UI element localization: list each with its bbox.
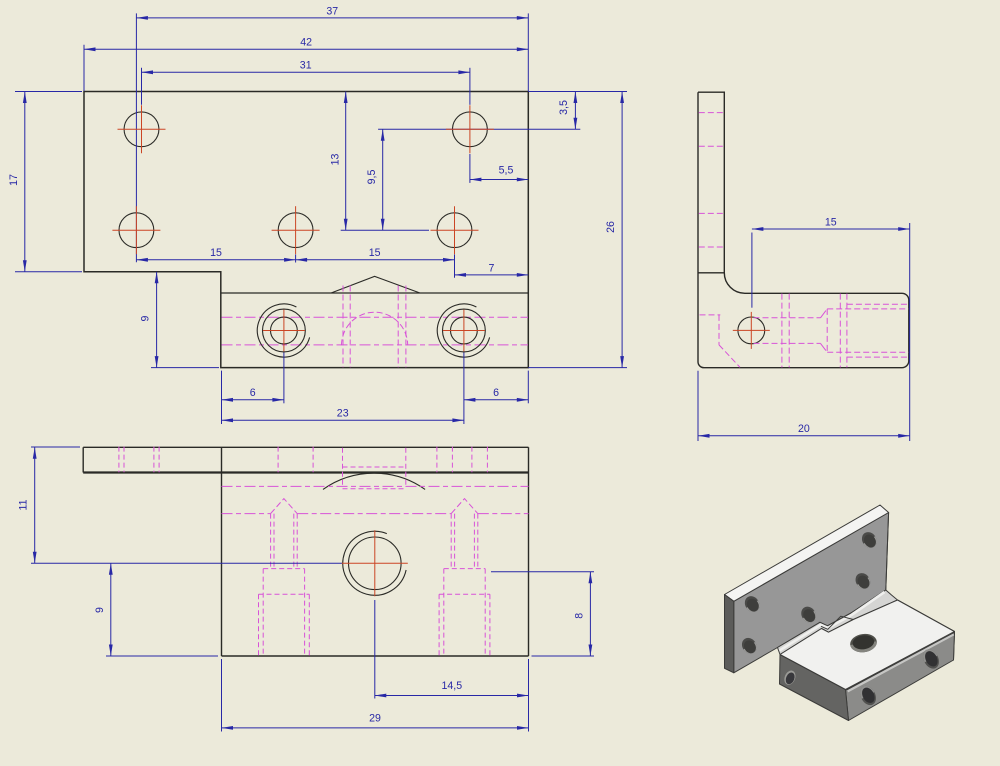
svg-text:15: 15 (210, 247, 222, 259)
svg-text:13: 13 (330, 154, 342, 166)
svg-text:11: 11 (18, 499, 30, 510)
svg-text:15: 15 (369, 247, 381, 259)
svg-text:15: 15 (825, 216, 837, 228)
svg-text:20: 20 (798, 423, 810, 435)
svg-text:23: 23 (337, 408, 349, 420)
svg-text:37: 37 (326, 5, 338, 17)
svg-text:8: 8 (573, 613, 585, 619)
svg-text:9: 9 (140, 315, 152, 321)
svg-text:42: 42 (300, 37, 312, 49)
svg-text:7: 7 (488, 262, 494, 274)
svg-text:6: 6 (250, 387, 256, 399)
svg-text:5,5: 5,5 (499, 165, 514, 177)
svg-text:14,5: 14,5 (441, 680, 462, 692)
svg-text:3,5: 3,5 (558, 100, 570, 115)
svg-text:31: 31 (300, 60, 312, 72)
svg-text:9,5: 9,5 (366, 170, 378, 185)
svg-text:29: 29 (369, 713, 381, 725)
svg-text:17: 17 (8, 174, 20, 186)
svg-text:26: 26 (605, 221, 617, 233)
svg-text:6: 6 (493, 387, 499, 399)
svg-text:9: 9 (94, 607, 106, 613)
